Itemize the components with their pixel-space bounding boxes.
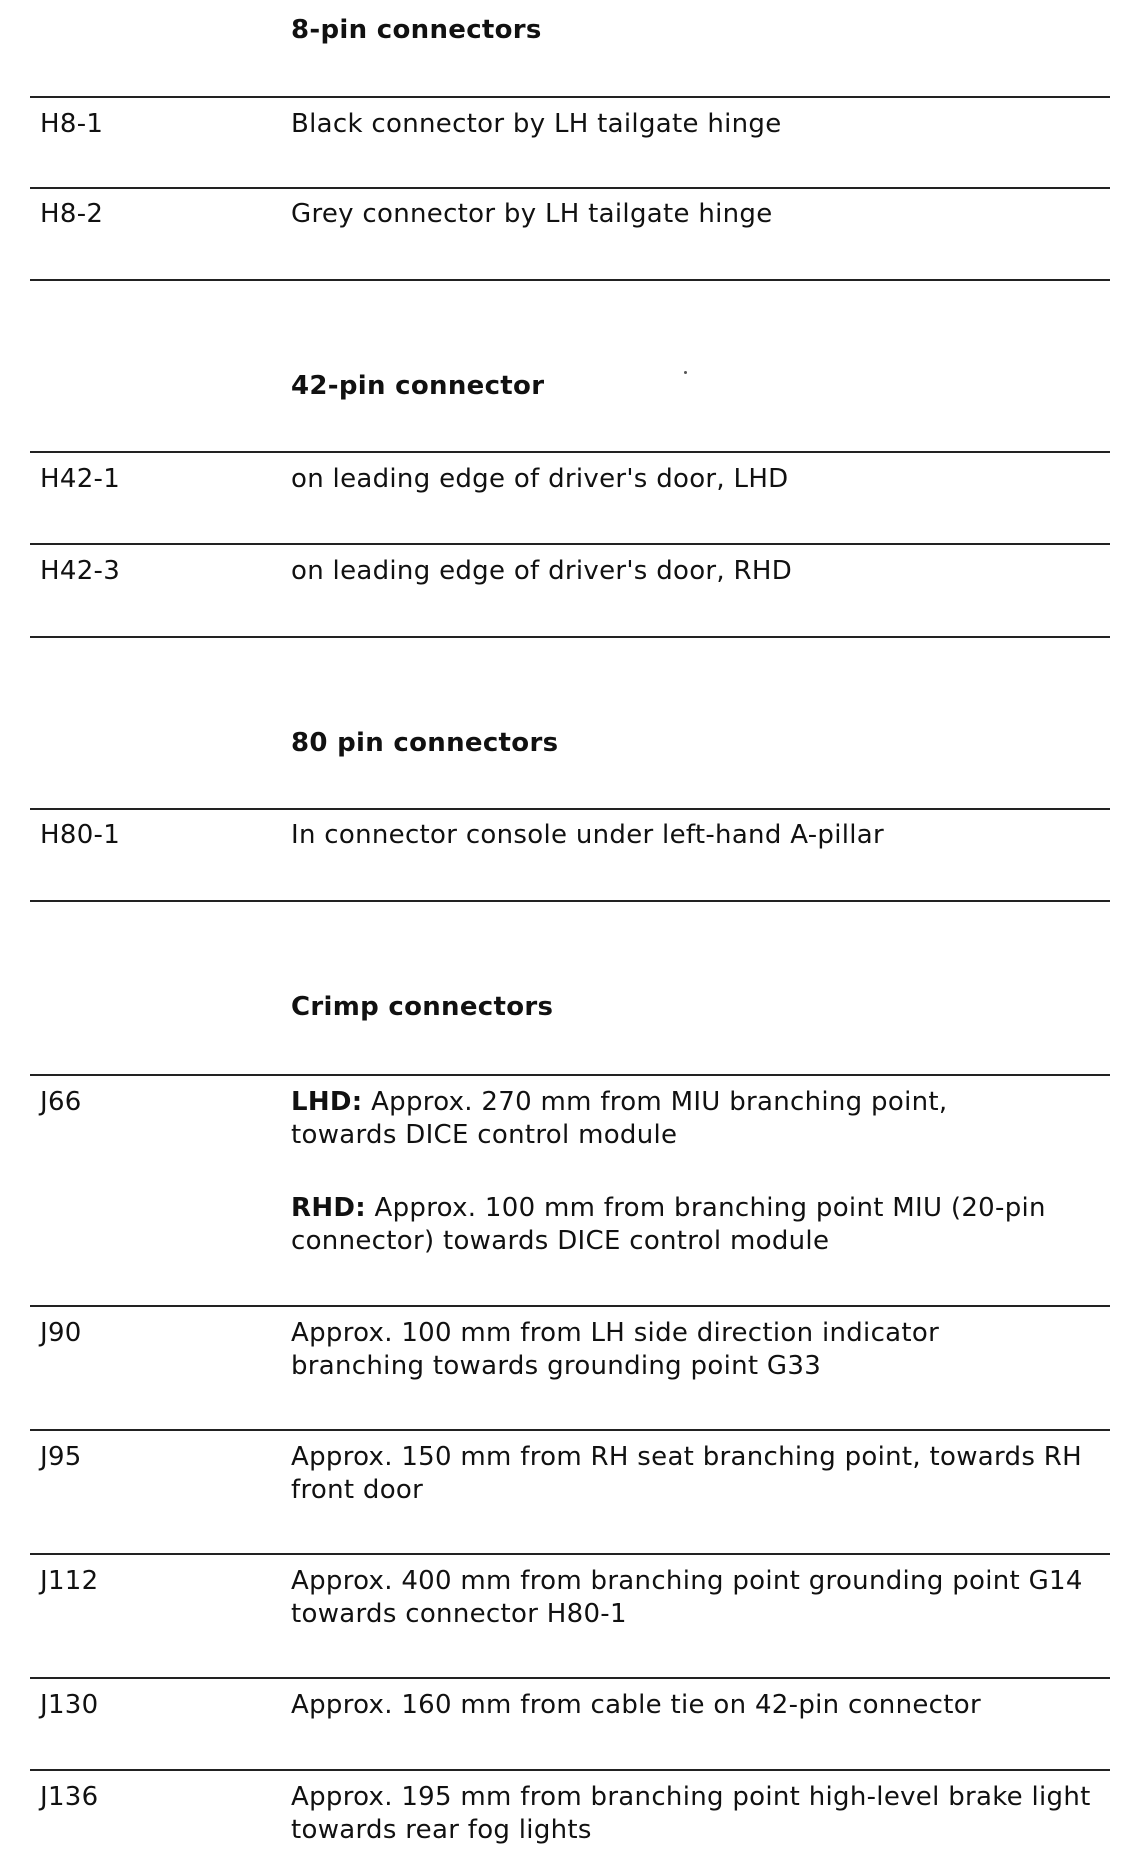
connector-code: J90 bbox=[40, 1318, 82, 1348]
connector-code: H80-1 bbox=[40, 820, 121, 850]
table-divider bbox=[30, 187, 1110, 189]
table-divider bbox=[30, 1553, 1110, 1555]
connector-location: on leading edge of driver's door, LHD bbox=[291, 464, 789, 494]
connector-location: Grey connector by LH tailgate hinge bbox=[291, 199, 773, 229]
connector-location: Approx. 160 mm from cable tie on 42-pin … bbox=[291, 1690, 981, 1720]
connector-location-rhd: RHD: Approx. 100 mm from branching point… bbox=[291, 1192, 1081, 1258]
connector-code: J130 bbox=[40, 1690, 99, 1720]
connector-code: H42-3 bbox=[40, 556, 121, 586]
connector-location: In connector console under left-hand A-p… bbox=[291, 820, 884, 850]
connector-code: J112 bbox=[40, 1566, 99, 1596]
lhd-text: Approx. 270 mm from MIU branching point,… bbox=[291, 1087, 948, 1150]
connector-code: J66 bbox=[40, 1087, 82, 1117]
table-divider bbox=[30, 1769, 1110, 1771]
table-divider bbox=[30, 1074, 1110, 1076]
table-divider bbox=[30, 543, 1110, 545]
connector-location-lhd: LHD: Approx. 270 mm from MIU branching p… bbox=[291, 1086, 1061, 1152]
table-divider bbox=[30, 900, 1110, 902]
connector-location: Approx. 150 mm from RH seat branching po… bbox=[291, 1442, 1082, 1505]
table-divider bbox=[30, 279, 1110, 281]
connector-location: Black connector by LH tailgate hinge bbox=[291, 109, 782, 139]
section-heading-80-pin: 80 pin connectors bbox=[291, 728, 559, 758]
connector-code: J136 bbox=[40, 1782, 99, 1812]
section-heading-crimp: Crimp connectors bbox=[291, 992, 554, 1022]
table-divider bbox=[30, 1429, 1110, 1431]
connector-location: on leading edge of driver's door, RHD bbox=[291, 556, 793, 586]
connector-location: Approx. 400 mm from branching point grou… bbox=[291, 1566, 1083, 1629]
table-divider bbox=[30, 451, 1110, 453]
section-heading-8-pin: 8-pin connectors bbox=[291, 15, 542, 45]
rhd-text: Approx. 100 mm from branching point MIU … bbox=[291, 1193, 1046, 1256]
table-divider bbox=[30, 808, 1110, 810]
connector-code: H8-2 bbox=[40, 199, 104, 229]
rhd-label: RHD: bbox=[291, 1193, 366, 1223]
connector-code: H8-1 bbox=[40, 109, 104, 139]
connector-code: J95 bbox=[40, 1442, 82, 1472]
connector-location: Approx. 100 mm from LH side direction in… bbox=[291, 1318, 940, 1381]
connector-code: H42-1 bbox=[40, 464, 121, 494]
table-divider bbox=[30, 636, 1110, 638]
connector-location: Approx. 195 mm from branching point high… bbox=[291, 1782, 1091, 1845]
scan-speck bbox=[684, 371, 687, 374]
table-divider bbox=[30, 1305, 1110, 1307]
section-heading-42-pin: 42-pin connector bbox=[291, 371, 545, 401]
lhd-label: LHD: bbox=[291, 1087, 363, 1117]
table-divider bbox=[30, 96, 1110, 98]
table-divider bbox=[30, 1677, 1110, 1679]
